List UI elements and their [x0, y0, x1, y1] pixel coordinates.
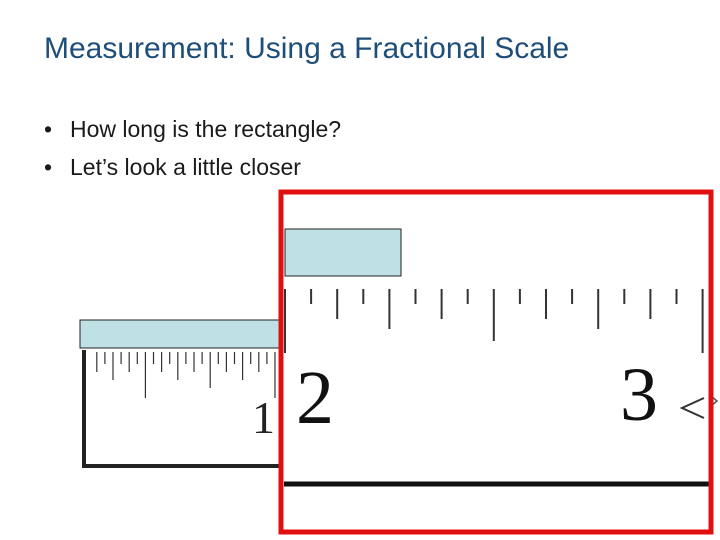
slide-title: Measurement: Using a Fractional Scale [44, 32, 570, 65]
zoom-number-2: 2 [296, 356, 334, 440]
small-rectangle [79, 319, 291, 349]
zoom-frame [278, 189, 714, 535]
small-ruler: 1 [79, 319, 291, 468]
zoom-rectangle [284, 228, 402, 277]
zoom-number-3: 3 [620, 353, 658, 437]
bullet-text: How long is the rectangle? [70, 116, 342, 142]
bullet-text: Let’s look a little closer [70, 154, 301, 180]
zoom-ruler-ticks [284, 289, 704, 353]
bullet-item: • Let’s look a little closer [44, 148, 341, 186]
bullet-list: • How long is the rectangle? • Let’s look … [44, 110, 341, 186]
bullet-icon: • [44, 116, 53, 142]
bullet-icon: • [44, 154, 53, 180]
zoom-view: 2 3 [278, 189, 719, 535]
small-ruler-ticks [96, 352, 284, 398]
bullet-item: • How long is the rectangle? [44, 110, 341, 148]
pointer-arrow-icon [679, 397, 705, 419]
small-ruler-number: 1 [252, 392, 275, 443]
